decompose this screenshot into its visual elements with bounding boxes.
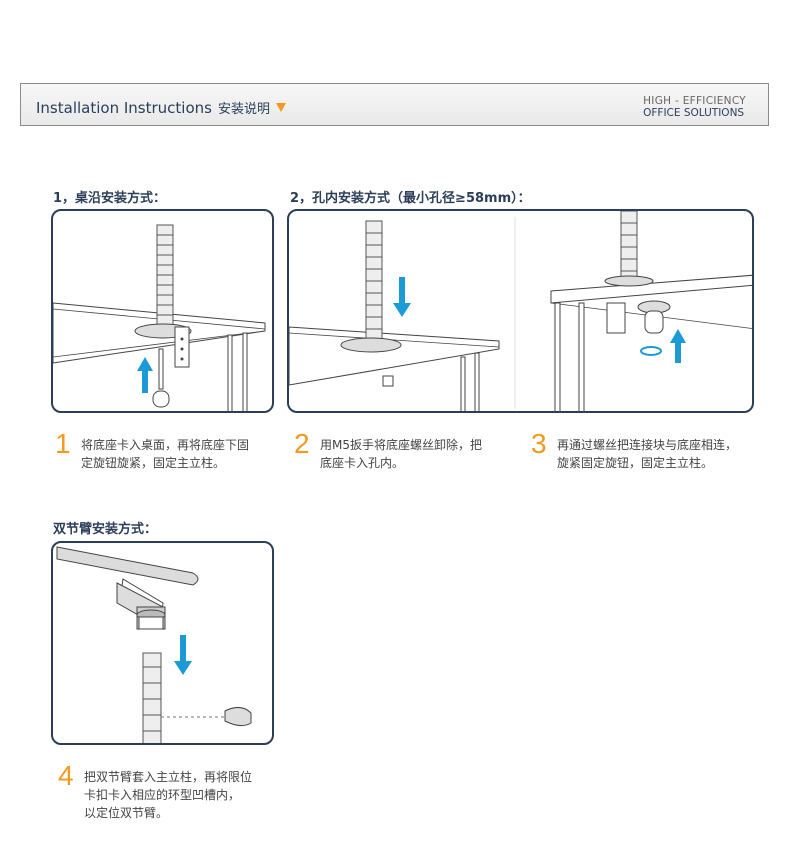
step-3-text: 再通过螺丝把连接块与底座相连， 旋紧固定旋钮，固定主立柱。 bbox=[557, 436, 737, 472]
brand-line-1: HIGH - EFFICIENCY bbox=[643, 95, 746, 107]
brand-line-2: OFFICE SOLUTIONS bbox=[643, 107, 745, 119]
step-2-number: 2 bbox=[294, 428, 310, 459]
illustration-hole-mount bbox=[287, 209, 754, 413]
step-2-text: 用M5扳手将底座螺丝卸除，把 底座卡入孔内。 bbox=[320, 436, 482, 472]
header-title: Installation Instructions 安装说明 bbox=[36, 98, 270, 117]
pole-segments-right bbox=[620, 211, 638, 280]
step-3-line-2: 旋紧固定旋钮，固定主立柱。 bbox=[557, 456, 714, 470]
step-1: 1 将底座卡入桌面，再将底座下固 定旋钮旋紧，固定主立柱。 bbox=[55, 428, 285, 480]
illustration-double-arm bbox=[51, 541, 274, 745]
header-title-cn: 安装说明 bbox=[217, 102, 270, 117]
step-2-line-1: 用M5扳手将底座螺丝卸除，把 bbox=[320, 438, 482, 452]
step-4-text: 把双节臂套入主立柱，再将限位 卡扣卡入相应的环型凹槽内， 以定位双节臂。 bbox=[84, 768, 252, 822]
step-4: 4 把双节臂套入主立柱，再将限位 卡扣卡入相应的环型凹槽内， 以定位双节臂。 bbox=[58, 760, 298, 828]
down-arrow-icon bbox=[393, 277, 411, 317]
dropdown-triangle-icon[interactable] bbox=[276, 103, 286, 112]
double-arm-drawing bbox=[56, 546, 252, 743]
instructions-header: Installation Instructions 安装说明 HIGH - EFF… bbox=[20, 83, 769, 126]
step-2-line-2: 底座卡入孔内。 bbox=[320, 456, 405, 470]
hole-mount-drawing bbox=[289, 211, 752, 411]
up-arrow-icon bbox=[137, 357, 153, 393]
step-4-line-2: 卡扣卡入相应的环型凹槽内， bbox=[84, 788, 241, 802]
pole-segments-left bbox=[365, 220, 383, 342]
step-1-number: 1 bbox=[55, 428, 71, 459]
step-1-line-2: 定旋钮旋紧，固定主立柱。 bbox=[81, 456, 226, 470]
section-title-desk-edge: 1，桌沿安装方式： bbox=[53, 191, 167, 206]
section-title-double-arm: 双节臂安装方式： bbox=[53, 522, 158, 537]
up-arrow-right-icon bbox=[670, 329, 686, 363]
step-4-line-1: 把双节臂套入主立柱，再将限位 bbox=[84, 770, 253, 784]
step-3-line-1: 再通过螺丝把连接块与底座相连， bbox=[557, 438, 738, 452]
desk-clamp-drawing bbox=[53, 224, 266, 411]
step-1-line-1: 将底座卡入桌面，再将底座下固 bbox=[81, 438, 250, 452]
step-3: 3 再通过螺丝把连接块与底座相连， 旋紧固定旋钮，固定主立柱。 bbox=[531, 428, 771, 480]
step-3-number: 3 bbox=[531, 428, 547, 459]
down-arrow-icon bbox=[174, 635, 192, 675]
header-title-en: Installation Instructions bbox=[36, 99, 212, 117]
pole-segments bbox=[156, 224, 174, 330]
step-2: 2 用M5扳手将底座螺丝卸除，把 底座卡入孔内。 bbox=[294, 428, 524, 480]
section-title-hole: 2，孔内安装方式（最小孔径≥58mm）： bbox=[290, 191, 531, 206]
rotate-arrow-icon bbox=[640, 346, 662, 356]
step-1-text: 将底座卡入桌面，再将底座下固 定旋钮旋紧，固定主立柱。 bbox=[81, 436, 249, 472]
illustration-desk-clamp bbox=[51, 209, 274, 413]
step-4-line-3: 以定位双节臂。 bbox=[84, 806, 169, 820]
pole-segments-lower bbox=[142, 652, 162, 743]
step-4-number: 4 bbox=[58, 760, 74, 791]
brand-tagline: HIGH - EFFICIENCY OFFICE SOLUTIONS bbox=[643, 95, 746, 119]
